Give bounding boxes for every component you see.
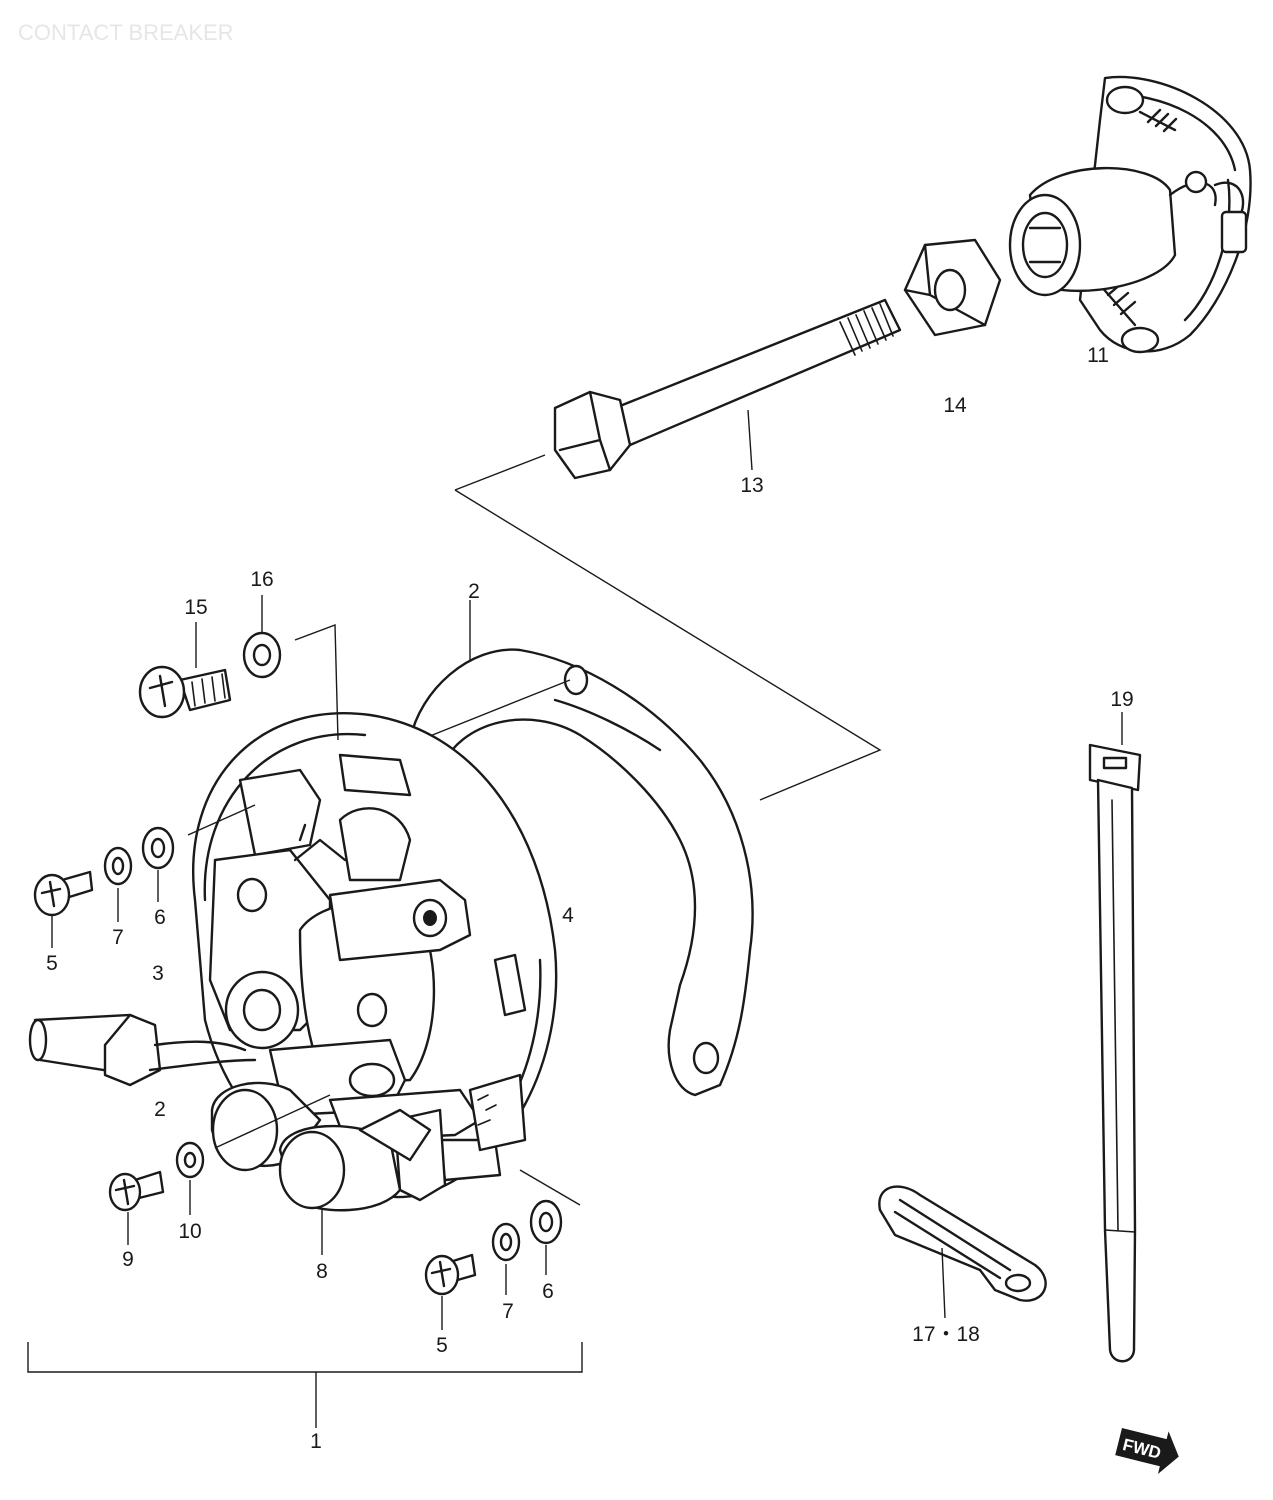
callout-6-left: 6 <box>154 906 166 929</box>
callout-7-right: 7 <box>502 1300 514 1323</box>
callout-14: 14 <box>943 394 967 417</box>
part-8-condenser <box>210 1081 432 1255</box>
fwd-arrow-icon: FWD <box>1115 1428 1179 1475</box>
callout-9: 9 <box>122 1248 134 1271</box>
part-10-washer <box>175 1094 331 1215</box>
callout-labels: 1 2 2 3 4 5 5 6 6 7 7 8 9 10 11 13 14 15… <box>46 344 1134 1453</box>
part-16-washer <box>242 595 339 741</box>
part-1-bracket <box>27 1342 583 1428</box>
callout-2-upper: 2 <box>468 580 480 603</box>
callout-19: 19 <box>1110 688 1133 711</box>
part-13-bolt <box>553 298 902 480</box>
callout-7-left: 7 <box>112 926 124 949</box>
callout-16: 16 <box>250 568 273 591</box>
callout-4: 4 <box>562 904 574 927</box>
part-9-screw <box>108 1170 165 1245</box>
part-7-lockwasher-left <box>103 846 133 922</box>
part-7-lockwasher-right <box>491 1222 521 1295</box>
callout-10: 10 <box>178 1220 201 1243</box>
callout-17-18: 17・18 <box>912 1323 980 1346</box>
callout-2-lower: 2 <box>154 1098 166 1121</box>
callout-8: 8 <box>316 1260 328 1283</box>
page-title: CONTACT BREAKER <box>18 20 234 45</box>
part-5-screw-right <box>424 1253 477 1330</box>
part-6-washer-right <box>519 1169 581 1275</box>
part-14-nut <box>903 238 1002 337</box>
callout-5-right: 5 <box>436 1334 448 1357</box>
callout-5-left: 5 <box>46 952 58 975</box>
callout-6-right: 6 <box>542 1280 554 1303</box>
part-12-cover <box>399 454 882 1097</box>
part-5-screw-left <box>33 870 94 948</box>
callout-15: 15 <box>184 596 207 619</box>
callout-3: 3 <box>152 962 164 985</box>
callout-1: 1 <box>310 1430 322 1453</box>
part-11-advancer <box>1008 75 1252 354</box>
part-19-cable-tie <box>1088 712 1142 1363</box>
part-1-base-plate <box>28 712 558 1202</box>
part-17-18-clamp <box>878 1185 1047 1319</box>
callout-13: 13 <box>740 474 763 497</box>
callout-11: 11 <box>1087 344 1109 367</box>
part-15-screw <box>138 622 232 719</box>
part-6-washer-left <box>141 804 256 902</box>
